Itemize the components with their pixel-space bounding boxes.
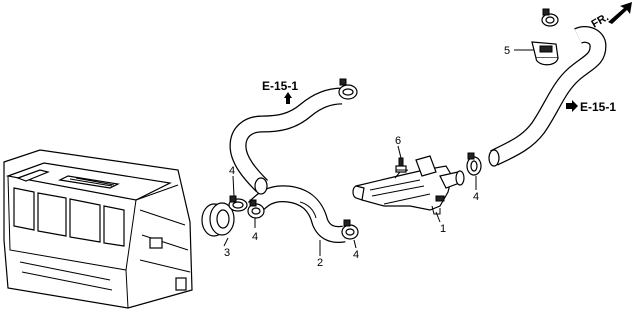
callout-4b: 4 (252, 231, 258, 243)
reference-label-right: E-15-1 (580, 100, 616, 114)
callout-6: 6 (395, 135, 401, 147)
upper-left-hose (229, 87, 343, 195)
front-direction-arrow-icon (608, 2, 632, 24)
hose-clamp-1 (228, 195, 248, 212)
callout-4d: 4 (473, 191, 479, 203)
up-arrow-icon (284, 92, 292, 104)
callout-4a: 4 (229, 165, 235, 177)
leader-lines (223, 49, 532, 256)
grommet-part-3 (201, 202, 235, 237)
upper-right-hose (488, 26, 607, 167)
hose-clamp-top-right (541, 8, 559, 27)
water-valve-part-1 (352, 155, 465, 215)
front-direction-label: FR. (590, 11, 611, 30)
callout-1: 1 (440, 223, 446, 235)
bolt-part-6 (395, 157, 407, 173)
reference-label-left: E-15-1 (262, 79, 298, 93)
callout-5: 5 (504, 45, 510, 57)
hose-clamp-4 (466, 152, 482, 176)
callout-2: 2 (317, 257, 323, 269)
hose-clamp-2 (247, 199, 265, 219)
hose-clamp-3 (341, 219, 359, 240)
callout-4c: 4 (353, 249, 359, 261)
right-arrow-icon (566, 100, 578, 112)
hose-clamp-top-left (338, 78, 358, 100)
hose-part-2 (247, 185, 346, 243)
hose-clip-part-5 (530, 41, 559, 66)
heater-unit (3, 149, 193, 309)
callout-3: 3 (224, 247, 230, 259)
